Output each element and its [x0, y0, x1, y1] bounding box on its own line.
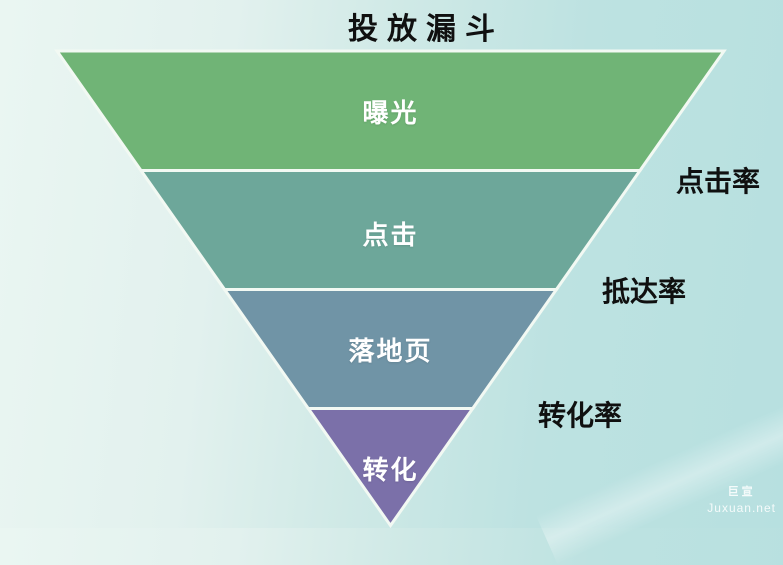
funnel-stage-label-exposure: 曝光 [362, 98, 419, 128]
rate-label-arrival: 抵达率 [602, 276, 687, 307]
funnel-diagram [54, 49, 727, 528]
funnel-stage-conversion-shape [305, 407, 476, 528]
watermark-site: Juxuan.net [707, 500, 776, 515]
rate-label-conversion: 转化率 [538, 400, 623, 431]
funnel-stage-label-click: 点击 [362, 220, 419, 250]
rate-label-ctr: 点击率 [676, 166, 761, 197]
watermark: 巨宣 Juxuan.net [707, 485, 776, 516]
funnel-stage-label-conversion: 转化 [362, 455, 419, 485]
funnel-stage-label-landing: 落地页 [348, 336, 433, 366]
page-title: 投放漏斗 [348, 13, 504, 46]
watermark-brand: 巨宣 [727, 485, 756, 498]
